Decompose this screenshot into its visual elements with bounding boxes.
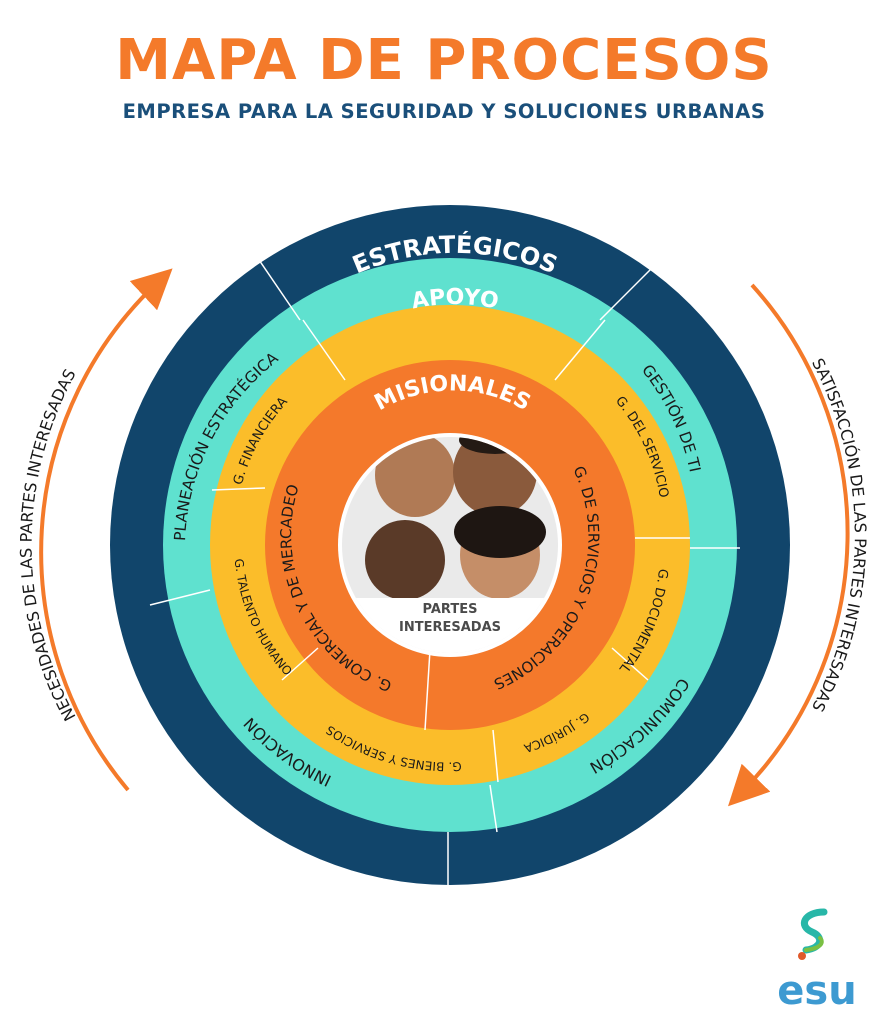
right-arrow — [728, 283, 850, 807]
right-side-label: SATISFACCIÓN DE LAS PARTES INTERESADAS — [808, 355, 870, 715]
page-title: MAPA DE PROCESOS — [115, 28, 773, 93]
esu-logo-text: esu — [777, 968, 856, 1014]
center-label-line1: PARTES — [423, 602, 478, 617]
left-arrow — [39, 268, 173, 792]
left-side-label: NECESIDADES DE LAS PARTES INTERESADAS — [17, 366, 80, 724]
people-photo — [342, 437, 558, 653]
page-subtitle: EMPRESA PARA LA SEGURIDAD Y SOLUCIONES U… — [122, 100, 766, 123]
center-label-line2: INTERESADAS — [399, 620, 501, 635]
ring-dividers — [149, 231, 740, 885]
apoyo-label: APOYO — [409, 285, 500, 314]
esu-logo: esu — [777, 908, 857, 1014]
